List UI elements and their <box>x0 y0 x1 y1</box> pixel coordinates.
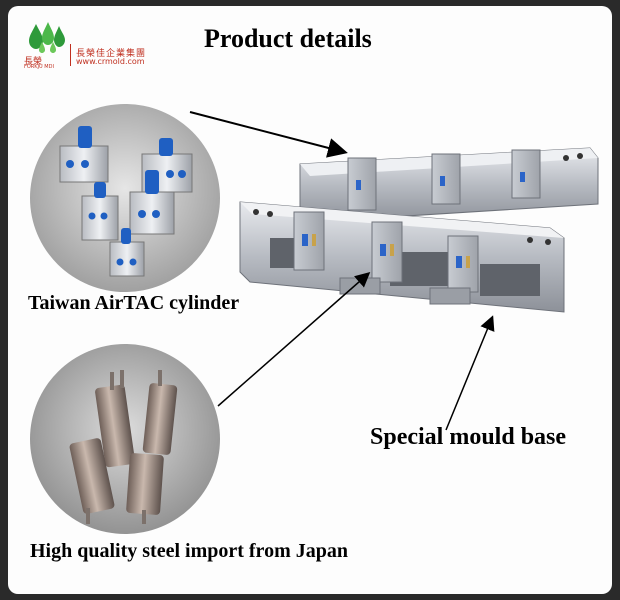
logo-short-name-en: FORKJU MDI <box>24 64 54 70</box>
arrow-to-back-block <box>189 111 348 158</box>
japan-steel-photo <box>30 344 220 534</box>
logo-url[interactable]: www.crmold.com <box>76 57 145 66</box>
logo-company-name: 長榮佳企業集團 <box>76 49 147 59</box>
product-details-panel: 長榮 FORKJU MDI 長榮佳企業集團 www.crmold.com Pro… <box>8 6 612 594</box>
logo-drops-icon <box>29 22 65 53</box>
arrow-to-front-block <box>217 272 371 407</box>
company-logo[interactable]: 長榮 FORKJU MDI 長榮佳企業集團 www.crmold.com <box>24 20 194 70</box>
arrow-to-mould-base <box>445 315 495 431</box>
logo-divider <box>70 44 71 66</box>
logo-short-name: 長榮 <box>24 57 43 67</box>
mould-base-label: Special mould base <box>370 424 567 450</box>
airtac-cylinder-photo <box>30 104 220 292</box>
airtac-cylinder-label: Taiwan AirTAC cylinder <box>28 292 240 314</box>
mould-base-photo <box>239 147 599 313</box>
callout-arrows <box>189 111 495 431</box>
steel-label: High quality steel import from Japan <box>30 540 348 562</box>
page-title: Product details <box>204 24 372 53</box>
